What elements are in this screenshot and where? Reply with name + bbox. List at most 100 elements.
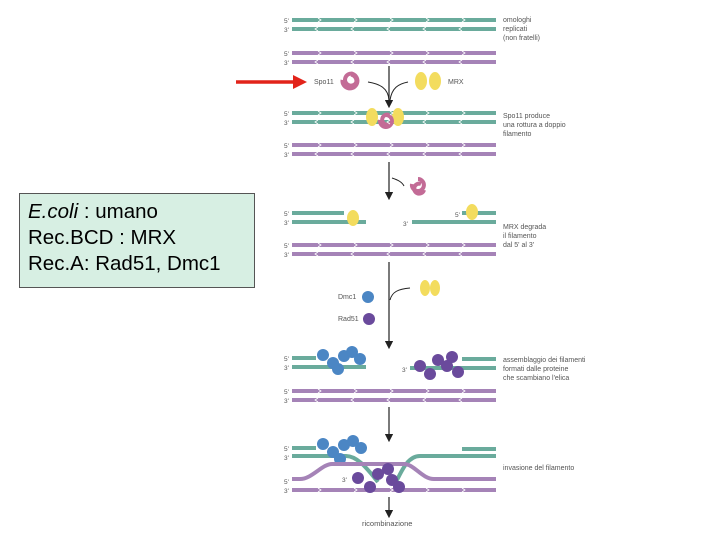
- caption-degrade-1: MRX degrada: [503, 224, 546, 231]
- curved-arrow: [367, 81, 390, 101]
- mrx-protein-icon: [392, 108, 404, 126]
- strand-direction-chevron: [353, 110, 358, 116]
- strand-direction-chevron: [422, 59, 427, 65]
- caption-recombination: ricombinazione: [362, 519, 412, 528]
- teal-strand: [292, 356, 316, 360]
- strand-direction-chevron: [353, 487, 358, 493]
- strand-direction-chevron: [317, 110, 322, 116]
- teal-strand: [292, 211, 344, 215]
- caption-degrade-3: dal 5' al 3': [503, 242, 534, 249]
- strand-direction-chevron: [314, 251, 319, 257]
- strand-direction-chevron: [314, 119, 319, 125]
- strand-direction-chevron: [350, 119, 355, 125]
- spo11-protein-icon: [343, 71, 359, 88]
- note-line-ecoli: E.coli : umano: [28, 199, 246, 225]
- mrx-protein-icon: [366, 108, 378, 126]
- caption-break-2: una rottura a doppio: [503, 122, 566, 129]
- label-rad51: Rad51: [338, 316, 359, 323]
- strand-direction-chevron: [386, 26, 391, 32]
- dmc1-protein-icon: [354, 353, 366, 365]
- end-label: 3': [284, 252, 289, 259]
- strand-direction-chevron: [461, 110, 466, 116]
- stage-double-strand-break: 5' 3' 5' 3' Spo11 produce una rottura a …: [284, 108, 566, 159]
- rad51-protein-icon: [393, 481, 405, 493]
- end-label: 3': [402, 367, 407, 374]
- strand-direction-chevron: [422, 151, 427, 157]
- purple-strand: [292, 243, 496, 247]
- end-label: 5': [284, 389, 289, 396]
- end-label: 3': [284, 365, 289, 372]
- rad51-protein-icon: [363, 313, 375, 325]
- strand-direction-chevron: [389, 388, 394, 394]
- strand-direction-chevron: [422, 119, 427, 125]
- teal-strand: [462, 211, 496, 215]
- strand-direction-chevron: [350, 251, 355, 257]
- end-label: 3': [284, 398, 289, 405]
- purple-strand: [292, 398, 496, 402]
- end-label: 5': [284, 111, 289, 118]
- strand-direction-chevron: [317, 142, 322, 148]
- mrx-protein-icon: [347, 210, 359, 226]
- purple-strand: [292, 152, 496, 156]
- strand-direction-chevron: [458, 251, 463, 257]
- strand-direction-chevron: [314, 26, 319, 32]
- strand-direction-chevron: [422, 397, 427, 403]
- strand-direction-chevron: [389, 487, 394, 493]
- caption-homologs-2: replicati: [503, 26, 528, 33]
- strand-direction-chevron: [350, 59, 355, 65]
- strand-direction-chevron: [386, 119, 391, 125]
- strand-direction-chevron: [314, 59, 319, 65]
- mrx-protein-icon: [429, 72, 441, 90]
- end-label: 5': [284, 356, 289, 363]
- strand-direction-chevron: [458, 151, 463, 157]
- caption-assembly-2: formati dalle proteine: [503, 366, 568, 373]
- teal-strand: [462, 447, 496, 451]
- label-spo11: Spo11: [314, 79, 334, 86]
- note-ecoli-label: E.coli: [28, 200, 79, 223]
- strand-direction-chevron: [386, 251, 391, 257]
- end-label: 5': [284, 446, 289, 453]
- strand-direction-chevron: [425, 242, 430, 248]
- curved-arrow: [389, 81, 409, 101]
- end-label: 3': [403, 221, 408, 228]
- strand-direction-chevron: [425, 142, 430, 148]
- strand-direction-chevron: [458, 397, 463, 403]
- strand-direction-chevron: [461, 50, 466, 56]
- label-mrx: MRX: [448, 79, 464, 86]
- end-label: 3': [284, 27, 289, 34]
- rad51-protein-icon: [452, 366, 464, 378]
- caption-invasion: invasione del filamento: [503, 465, 574, 472]
- purple-strand: [292, 252, 496, 256]
- dmc1-protein-icon: [355, 442, 367, 454]
- end-label: 5': [284, 243, 289, 250]
- note-line-reca: Rec.A: Rad51, Dmc1: [28, 252, 221, 275]
- purple-strand: [292, 389, 496, 393]
- rad51-protein-icon: [424, 368, 436, 380]
- caption-assembly-1: assemblaggio dei filamenti: [503, 357, 586, 364]
- strand-direction-chevron: [386, 151, 391, 157]
- curved-arrow: [391, 177, 405, 187]
- dmc1-protein-icon: [332, 363, 344, 375]
- mrx-protein-icon: [420, 280, 430, 296]
- mapping-note-box: E.coli : umano Rec.BCD : MRX Rec.A: Rad5…: [19, 193, 255, 288]
- strand-direction-chevron: [458, 119, 463, 125]
- stage-resection: 5' 3' 3' 5' 5' 3' MRX degrada il filamen…: [284, 204, 546, 259]
- strand-direction-chevron: [461, 388, 466, 394]
- dmc1-protein-icon: [347, 435, 359, 447]
- strand-direction-chevron: [317, 50, 322, 56]
- rad51-protein-icon: [382, 463, 394, 475]
- strand-direction-chevron: [458, 26, 463, 32]
- caption-break-3: filamento: [503, 131, 532, 138]
- strand-direction-chevron: [314, 397, 319, 403]
- end-label: 3': [284, 60, 289, 67]
- strand-direction-chevron: [389, 242, 394, 248]
- dmc1-protein-icon: [317, 438, 329, 450]
- strand-direction-chevron: [353, 50, 358, 56]
- strand-direction-chevron: [425, 110, 430, 116]
- dmc1-protein-icon: [362, 291, 374, 303]
- rad51-protein-icon: [432, 354, 444, 366]
- strand-direction-chevron: [353, 17, 358, 23]
- strand-direction-chevron: [317, 487, 322, 493]
- strand-direction-chevron: [386, 59, 391, 65]
